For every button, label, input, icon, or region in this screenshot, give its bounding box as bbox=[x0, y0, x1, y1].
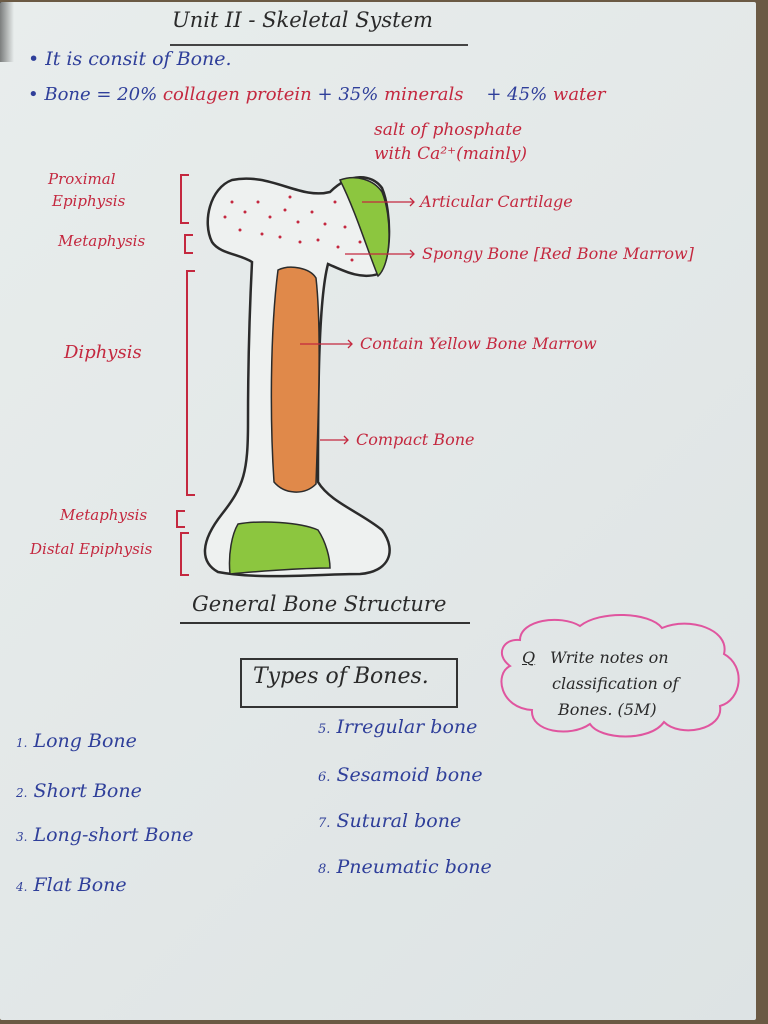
water-percent: + 45% bbox=[486, 84, 548, 105]
question-line-1: Write notes on bbox=[550, 648, 669, 667]
distal-cartilage-shape bbox=[228, 521, 331, 575]
label-compact-bone: Compact Bone bbox=[356, 430, 475, 449]
bracket-metaphysis-bottom bbox=[176, 510, 185, 528]
type-item-8: 8. Pneumatic bone bbox=[318, 856, 492, 878]
type-item-3: 3. Long-short Bone bbox=[16, 824, 194, 846]
bracket-diaphysis bbox=[186, 270, 195, 496]
label-spongy-bone: Spongy Bone [Red Bone Marrow] bbox=[422, 244, 694, 263]
title-underline bbox=[170, 44, 468, 46]
yellow-marrow-shape bbox=[270, 266, 320, 493]
type-item-4: 4. Flat Bone bbox=[16, 874, 127, 896]
label-epiphysis: Epiphysis bbox=[52, 192, 126, 210]
type-item-2: 2. Short Bone bbox=[16, 780, 142, 802]
label-metaphysis-bottom: Metaphysis bbox=[60, 506, 148, 524]
question-cloud bbox=[500, 614, 740, 738]
label-articular-cartilage: Articular Cartilage bbox=[420, 192, 573, 211]
label-distal-epiphysis: Distal Epiphysis bbox=[30, 540, 153, 558]
bracket-proximal-epiphysis bbox=[180, 174, 189, 224]
minerals-note-1: salt of phosphate bbox=[374, 120, 523, 140]
notebook-page: Unit II - Skeletal System • It is consit… bbox=[0, 2, 756, 1020]
minerals-text: minerals bbox=[384, 84, 464, 105]
label-diaphysis: Diphysis bbox=[64, 342, 142, 363]
diagram-caption: General Bone Structure bbox=[192, 592, 447, 616]
minerals-note-2: with Ca²⁺(mainly) bbox=[374, 144, 528, 164]
intro-line-1: • It is consit of Bone. bbox=[28, 48, 232, 70]
water-text: water bbox=[552, 84, 606, 105]
type-item-6: 6. Sesamoid bone bbox=[318, 764, 483, 786]
question-marker: Q bbox=[522, 648, 536, 667]
bone-diagram bbox=[203, 176, 415, 578]
label-arrows bbox=[300, 197, 415, 445]
intro-line-2: • Bone = 20% collagen protein + 35% mine… bbox=[28, 84, 606, 105]
label-proximal: Proximal bbox=[48, 170, 116, 188]
page-title: Unit II - Skeletal System bbox=[172, 8, 433, 32]
caption-underline bbox=[180, 622, 470, 624]
types-heading: Types of Bones. bbox=[253, 664, 429, 689]
bone-percent: • Bone = 20% bbox=[28, 84, 158, 105]
bracket-distal-epiphysis bbox=[180, 532, 189, 576]
bracket-metaphysis-top bbox=[184, 234, 193, 254]
type-item-5: 5. Irregular bone bbox=[318, 716, 478, 738]
page-edge-shadow bbox=[0, 2, 14, 62]
label-metaphysis-top: Metaphysis bbox=[58, 232, 146, 250]
type-item-1: 1. Long Bone bbox=[16, 730, 137, 752]
question-line-3: Bones. (5M) bbox=[558, 700, 657, 719]
minerals-percent: + 35% bbox=[317, 84, 379, 105]
types-heading-box bbox=[240, 658, 458, 708]
collagen-text: collagen protein bbox=[162, 84, 312, 105]
label-yellow-marrow: Contain Yellow Bone Marrow bbox=[360, 334, 597, 353]
type-item-7: 7. Sutural bone bbox=[318, 810, 462, 832]
question-line-2: classification of bbox=[552, 674, 679, 693]
spongy-bone-dots bbox=[223, 195, 362, 262]
